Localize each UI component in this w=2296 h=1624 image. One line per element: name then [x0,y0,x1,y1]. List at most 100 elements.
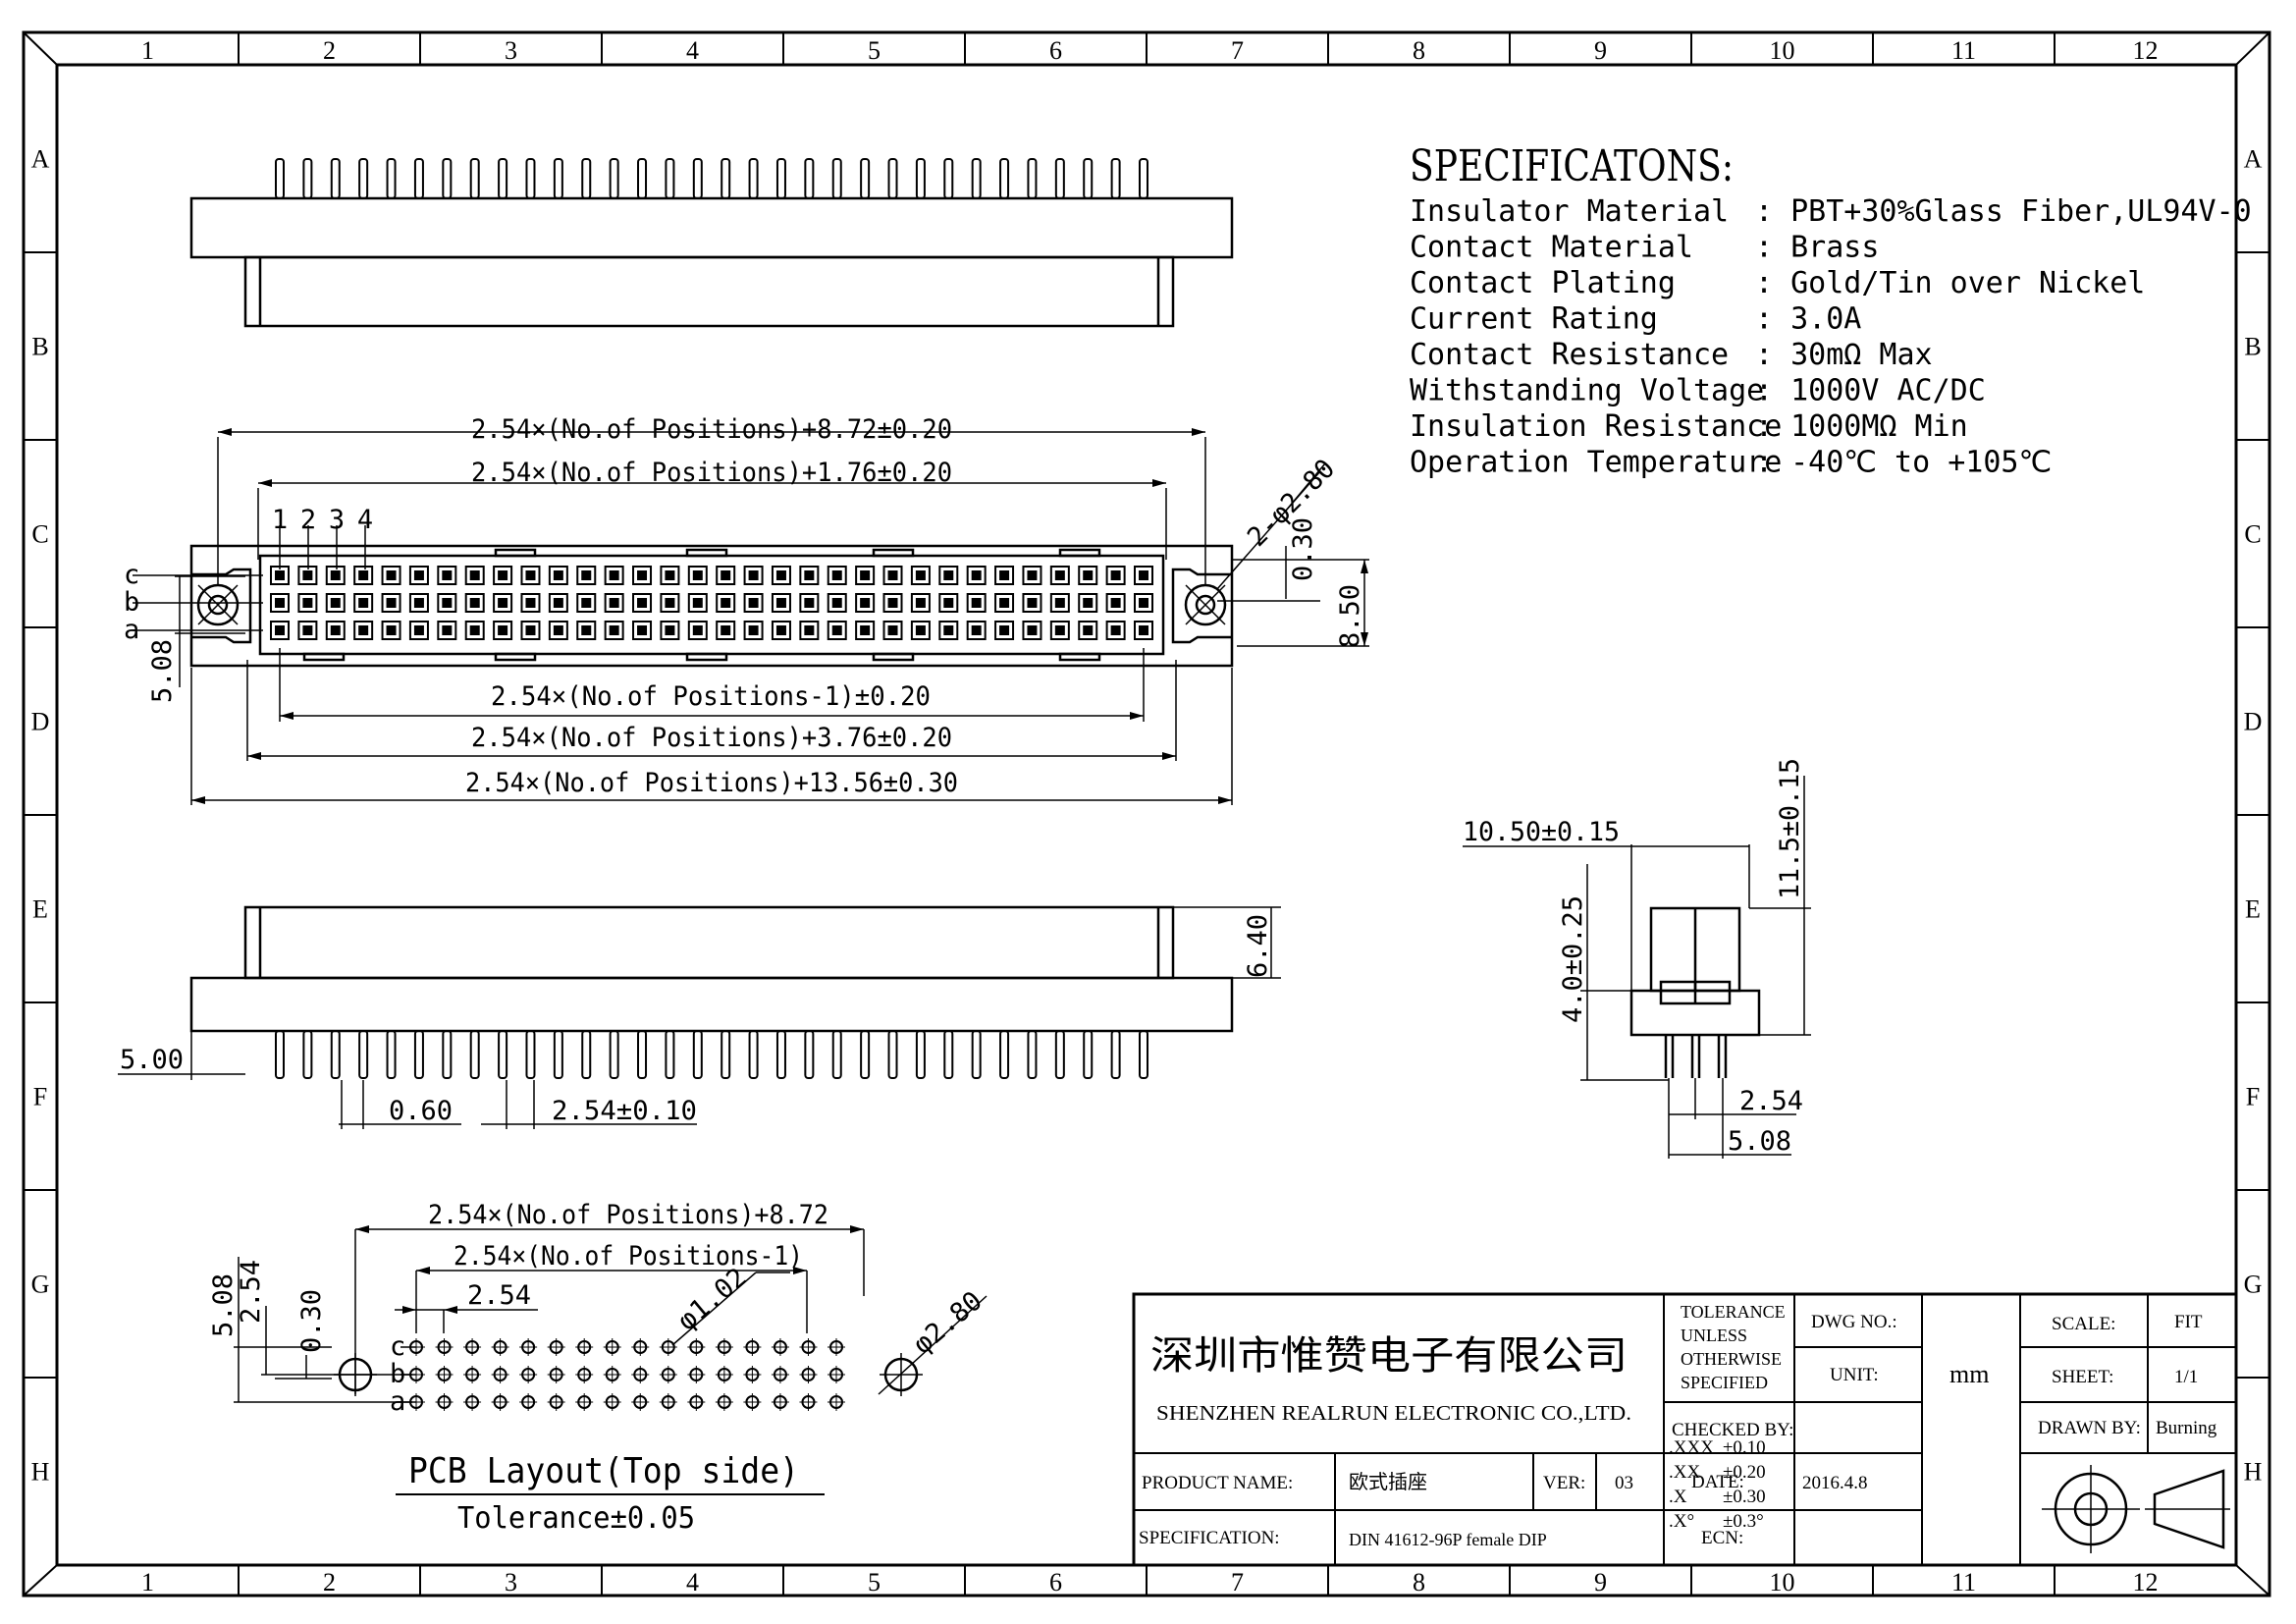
contact [1083,598,1094,608]
contact [804,625,815,635]
contact [581,570,592,580]
dim-top-length-2: 2.54×(No.of Positions)+1.76±0.20 [471,458,952,488]
contact-cavity [771,566,791,585]
contact-cavity [604,566,624,585]
contact-cavity [938,593,959,613]
row-letter: a [124,615,139,645]
contact [915,570,926,580]
top-pin [413,158,424,199]
checked-by-label: CHECKED BY: [1672,1420,1793,1440]
contact [971,598,982,608]
top-pin [330,158,341,199]
top-pin [637,158,648,199]
contact-cavity [604,621,624,640]
contact [609,625,619,635]
bottom-pin [525,1030,536,1079]
company-name-cn: 深圳市惟赞电子有限公司 [1150,1333,1628,1379]
contact [358,570,369,580]
contact [1110,598,1121,608]
specification-value: DIN 41612-96P female DIP [1349,1530,1547,1549]
contact-cavity [576,593,597,613]
dim-side-height-2: 4.0±0.25 [1558,895,1588,1023]
contact [1027,625,1038,635]
contact [442,598,453,608]
contact-cavity [464,566,485,585]
bottom-pin [609,1030,619,1079]
product-name-label: PRODUCT NAME: [1142,1473,1293,1493]
contact [748,625,759,635]
bottom-pin [1054,1030,1065,1079]
bottom-pin [553,1030,563,1079]
dim-bottom-length-2: 2.54×(No.of Positions)+3.76±0.20 [471,723,952,753]
front-view [189,544,1234,668]
contact [943,625,954,635]
side-view-labels: 10.50±0.15 11.5±0.15 4.0±0.25 2.54 5.08 [1463,758,1805,1157]
contact [581,625,592,635]
column-label: 3 [505,36,517,65]
row-label: B [31,333,48,361]
column-label: 6 [1049,1568,1062,1597]
top-pin [887,158,898,199]
row-label: H [31,1458,50,1487]
contact [804,570,815,580]
column-dividers [238,32,2056,1596]
contact [413,625,424,635]
spec-value: : 30mΩ Max [1755,338,1933,372]
top-pin [358,158,369,199]
ecn-label: ECN: [1701,1528,1743,1548]
specifications-block: SPECIFICATONS: Insulator Material: PBT+3… [1410,141,2252,480]
row-label: C [31,520,48,549]
bottom-pin [943,1030,954,1079]
contact-cavity [1022,593,1042,613]
side-view-dimensions [1463,776,1811,1159]
contact-cavity [799,621,820,640]
top-pin [665,158,675,199]
contact [275,598,285,608]
row-label: E [32,895,48,924]
bottom-pin [358,1030,369,1079]
row-label: G [2244,1271,2263,1299]
spec-label: Contact Material [1410,231,1693,265]
sheet-label: SHEET: [2052,1367,2113,1387]
contact-cavity [408,593,429,613]
spec-value: : Gold/Tin over Nickel [1755,266,2145,300]
bottom-view-labels: 6.40 5.00 0.60 2.54±0.10 [120,914,1273,1126]
contact-cavity [882,566,903,585]
row-label: E [2245,895,2261,924]
contact [386,570,397,580]
column-label: 12 [2133,1568,2159,1597]
top-pin [275,158,285,199]
contact [1054,625,1065,635]
contact-cavity [408,621,429,640]
top-view-pins [275,158,1148,199]
contact [860,570,871,580]
top-pin [469,158,480,199]
contact-cavity [827,566,847,585]
contact-cavity [437,566,457,585]
contact [609,598,619,608]
spec-label: Contact Resistance [1410,338,1729,372]
top-pin [971,158,982,199]
contact [386,598,397,608]
pcb-layout: 2.54×(No.of Positions)+8.72 2.54×(No.of … [208,1200,988,1536]
column-label: 11 [1951,36,1976,65]
contact [748,598,759,608]
contact [943,570,954,580]
column-label: 1 [141,1568,154,1597]
column-label: 2 [323,36,336,65]
contact-cavity [464,593,485,613]
column-label: 7 [1231,1568,1244,1597]
contact-cavity [716,566,736,585]
spec-label: Withstanding Voltage [1410,374,1764,408]
spec-title: SPECIFICATONS: [1410,141,1734,191]
contact-cavity [855,593,876,613]
contact-cavity [325,566,346,585]
contact-cavity [1105,593,1126,613]
contact [498,625,508,635]
contact-cavity [966,566,987,585]
top-pin [943,158,954,199]
contact [413,598,424,608]
dim-2-54-tol: 2.54±0.10 [552,1096,697,1126]
top-pin [999,158,1010,199]
